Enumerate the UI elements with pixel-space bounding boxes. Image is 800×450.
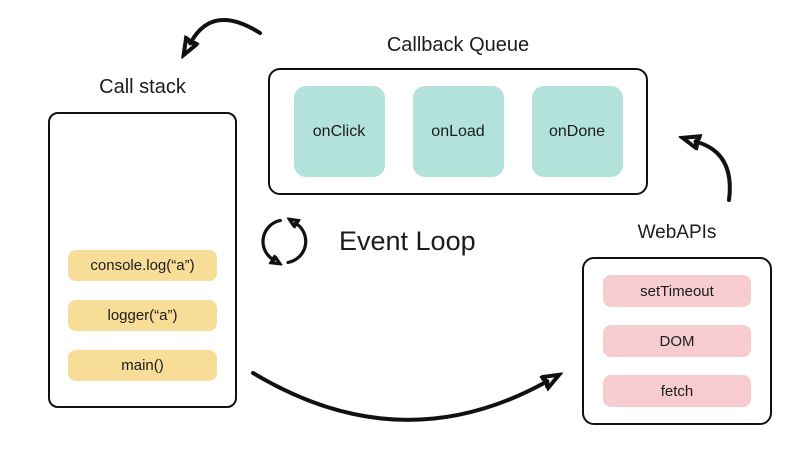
event-loop-group: Event Loop — [256, 213, 476, 270]
callback-queue-box: onClick onLoad onDone — [268, 68, 648, 195]
callback-queue-title: Callback Queue — [386, 34, 530, 56]
webapis-title: WebAPIs — [637, 222, 717, 243]
arrow-queue-to-stack — [191, 18, 262, 42]
webapis-box: setTimeout DOM fetch — [582, 257, 772, 425]
webapi-item: fetch — [603, 375, 751, 407]
arrow-stack-to-webapis — [251, 371, 546, 422]
callback-queue-item: onClick — [293, 86, 385, 177]
cycle-arrows-icon — [261, 213, 308, 270]
webapi-item: setTimeout — [603, 275, 751, 307]
callback-queue-item: onDone — [531, 86, 623, 177]
call-stack-title: Call stack — [99, 76, 186, 98]
call-stack-item: main() — [68, 350, 217, 381]
event-loop-label: Event Loop — [339, 226, 476, 256]
callback-queue-item: onLoad — [412, 86, 504, 177]
arrow-webapis-to-queue — [697, 142, 732, 202]
webapi-item: DOM — [603, 325, 751, 357]
call-stack-item: console.log(“a”) — [68, 250, 217, 281]
call-stack-item: logger(“a”) — [68, 300, 217, 331]
call-stack-box: console.log(“a”) logger(“a”) main() — [48, 112, 237, 408]
